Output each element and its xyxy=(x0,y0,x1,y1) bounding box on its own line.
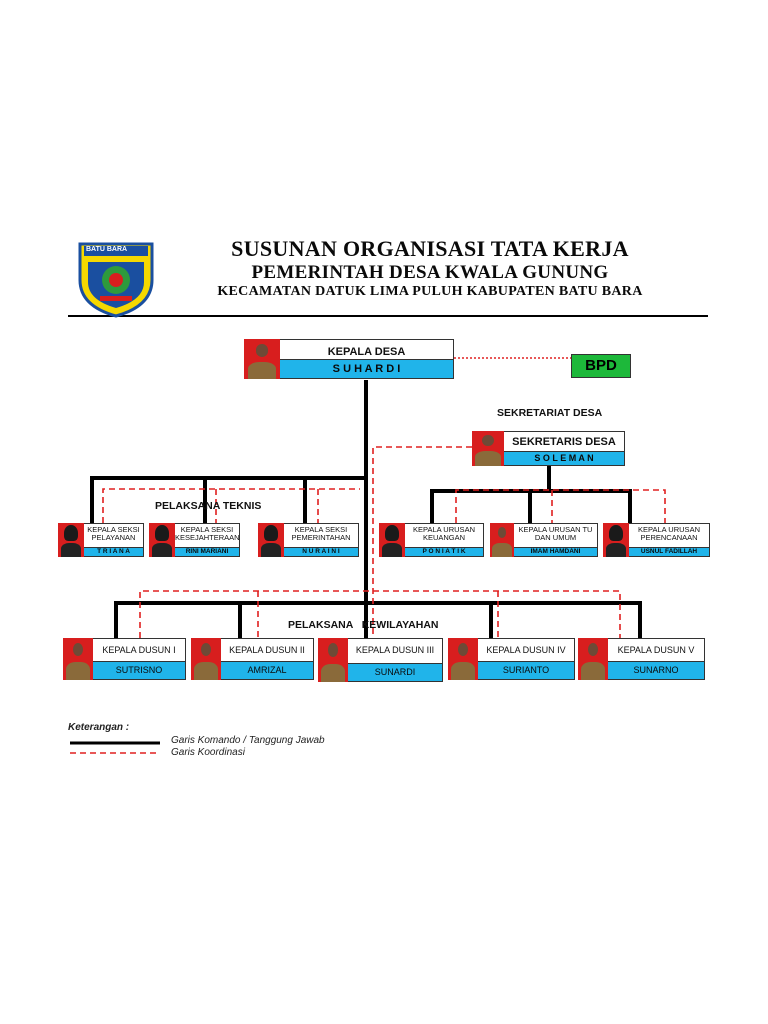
dusun-5-box: KEPALA DUSUN V SUNARNO xyxy=(607,638,705,680)
urusan-tu-umum-box: KEPALA URUSAN TU DAN UMUM IMAM HAMDANI xyxy=(513,523,598,557)
urusan-tu-umum-photo xyxy=(490,523,514,557)
dusun-3-photo xyxy=(318,638,348,682)
urusan-tu-umum-position: KEPALA URUSAN TU DAN UMUM xyxy=(518,525,593,543)
title-line-3: KECAMATAN DATUK LIMA PULUH KABUPATEN BAT… xyxy=(217,284,643,299)
urusan-keuangan-box: KEPALA URUSAN KEUANGAN P O N I A T I K xyxy=(404,523,484,557)
bpd-box: BPD xyxy=(571,354,631,378)
kepala-desa-name: S U H A R D I xyxy=(280,359,453,378)
dusun-2-position: KEPALA DUSUN II xyxy=(229,645,305,655)
sekretariat-label: SEKRETARIAT DESA xyxy=(497,407,603,419)
urusan-perencanaan-photo xyxy=(603,523,629,557)
sekretaris-photo xyxy=(472,431,504,466)
legend-command-text: Garis Komando / Tanggung Jawab xyxy=(171,735,325,746)
seksi-pelayanan-photo xyxy=(58,523,84,557)
dusun-4-box: KEPALA DUSUN IV SURIANTO xyxy=(477,638,575,680)
dusun-5-name: SUNARNO xyxy=(608,661,704,679)
seksi-pemerintahan-position: KEPALA SEKSI PEMERINTAHAN xyxy=(291,525,351,543)
seksi-kesejahteraan-photo xyxy=(149,523,175,557)
seksi-pelayanan-position: KEPALA SEKSI PELAYANAN xyxy=(87,525,140,543)
urusan-perencanaan-box: KEPALA URUSAN PERENCANAAN USNUL FADILLAH xyxy=(628,523,710,557)
dusun-1-name: SUTRISNO xyxy=(93,661,185,679)
dusun-2-photo xyxy=(191,638,221,680)
dusun-3-name: SUNARDI xyxy=(348,663,442,681)
kepala-desa-box: KEPALA DESA S U H A R D I xyxy=(279,339,454,379)
title-line-2: PEMERINTAH DESA KWALA GUNUNG xyxy=(251,262,609,283)
urusan-perencanaan-position: KEPALA URUSAN PERENCANAAN xyxy=(638,525,700,543)
dusun-4-name: SURIANTO xyxy=(478,661,574,679)
seksi-pemerintahan-name: N U R A I N I xyxy=(284,547,358,556)
dusun-1-box: KEPALA DUSUN I SUTRISNO xyxy=(92,638,186,680)
sekretaris-position: SEKRETARIS DESA xyxy=(512,436,616,448)
dusun-3-box: KEPALA DUSUN III SUNARDI xyxy=(347,638,443,682)
kepala-desa-photo xyxy=(244,339,280,379)
seksi-kesejahteraan-name: RINI MARIANI xyxy=(175,547,239,556)
legend-coordination-text: Garis Koordinasi xyxy=(171,747,245,758)
kepala-desa-position: KEPALA DESA xyxy=(327,346,406,358)
title-line-1: SUSUNAN ORGANISASI TATA KERJA xyxy=(231,236,629,261)
dusun-1-photo xyxy=(63,638,93,680)
batu-bara-logo: BATU BARA xyxy=(76,240,156,318)
legend-title: Keterangan : xyxy=(68,722,130,733)
dusun-2-box: KEPALA DUSUN II AMRIZAL xyxy=(220,638,314,680)
dusun-4-photo xyxy=(448,638,478,680)
urusan-keuangan-photo xyxy=(379,523,405,557)
urusan-perencanaan-name: USNUL FADILLAH xyxy=(629,547,709,556)
pelaksana-teknis-label: PELAKSANA TEKNIS xyxy=(155,500,262,512)
pelaksana-kewilayahan-label: PELAKSANA KEWILAYAHAN xyxy=(288,619,439,631)
dusun-3-position: KEPALA DUSUN III xyxy=(355,645,435,655)
dusun-2-name: AMRIZAL xyxy=(221,661,313,679)
seksi-pelayanan-box: KEPALA SEKSI PELAYANAN T R I A N A xyxy=(83,523,144,557)
dusun-5-position: KEPALA DUSUN V xyxy=(617,645,695,655)
dusun-5-photo xyxy=(578,638,608,680)
seksi-kesejahteraan-position: KEPALA SEKSI KESEJAHTERAAN xyxy=(175,525,240,543)
dusun-4-position: KEPALA DUSUN IV xyxy=(486,645,566,655)
seksi-pelayanan-name: T R I A N A xyxy=(84,547,143,556)
sekretaris-box: SEKRETARIS DESA S O L E M A N xyxy=(503,431,625,466)
dusun-1-position: KEPALA DUSUN I xyxy=(102,645,176,655)
seksi-pemerintahan-box: KEPALA SEKSI PEMERINTAHAN N U R A I N I xyxy=(283,523,359,557)
seksi-pemerintahan-photo xyxy=(258,523,284,557)
logo-text: BATU BARA xyxy=(86,246,128,253)
coordination-lines xyxy=(102,446,666,638)
sekretaris-name: S O L E M A N xyxy=(504,451,624,465)
urusan-tu-umum-name: IMAM HAMDANI xyxy=(514,547,597,556)
urusan-keuangan-name: P O N I A T I K xyxy=(405,547,483,556)
urusan-keuangan-position: KEPALA URUSAN KEUANGAN xyxy=(413,525,475,543)
seksi-kesejahteraan-box: KEPALA SEKSI KESEJAHTERAAN RINI MARIANI xyxy=(174,523,240,557)
